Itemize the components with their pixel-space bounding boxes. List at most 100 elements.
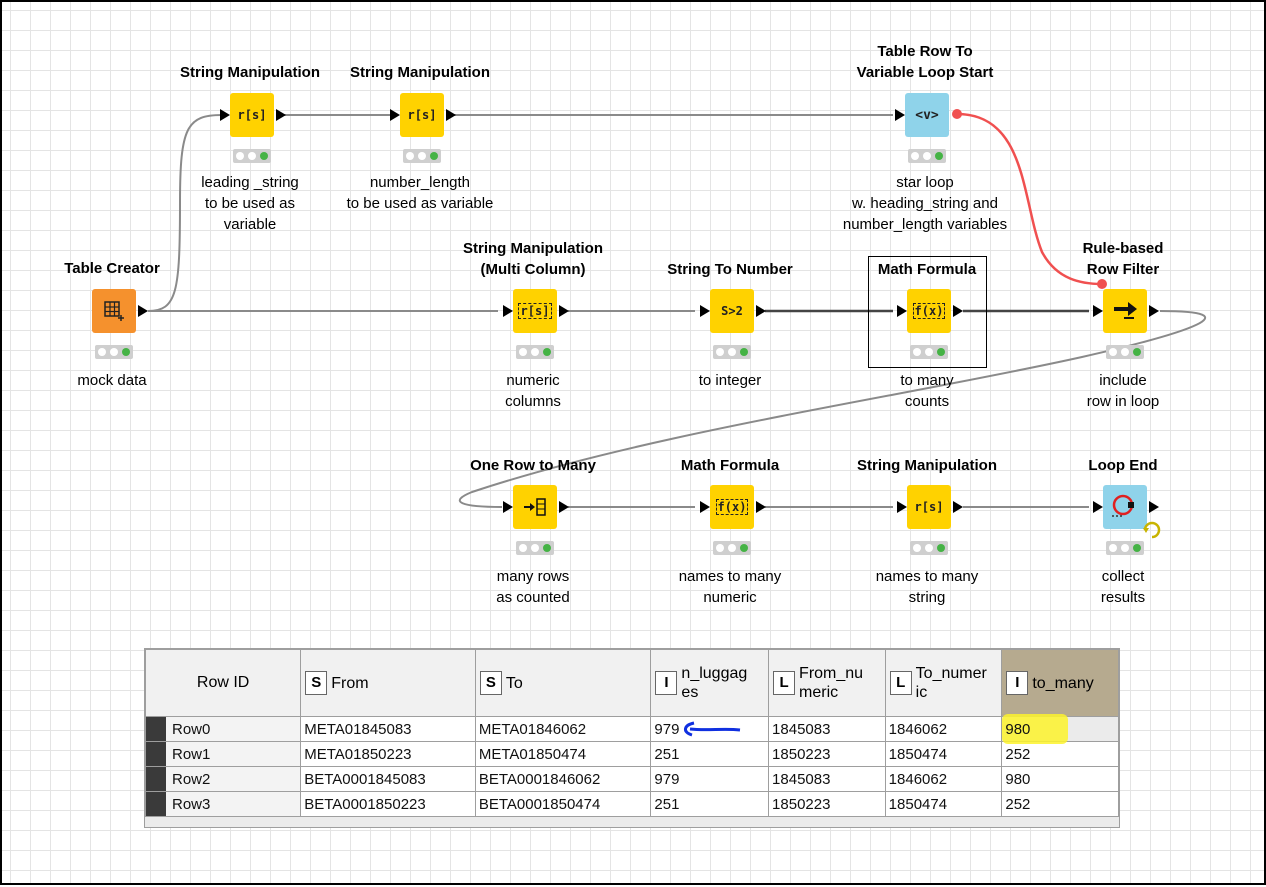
column-header-to-numeric[interactable]: LTo_numer ic	[884, 649, 1003, 717]
node-icon-box[interactable]	[513, 485, 557, 529]
node-icon-box[interactable]: r[s]	[907, 485, 951, 529]
table-row[interactable]: Row2 BETA0001845083 BETA0001846062 979 1…	[144, 766, 1119, 792]
loop-arrow-icon	[1143, 521, 1161, 539]
input-port[interactable]	[897, 501, 907, 513]
node-icon-box[interactable]: r[s]	[400, 93, 444, 137]
column-name: Row ID	[196, 674, 250, 691]
math-formula-icon: f(x)	[715, 499, 749, 515]
node-icon-box[interactable]: r[s]	[513, 289, 557, 333]
row-id-cell[interactable]: Row1	[144, 741, 302, 767]
node-status-lights	[910, 541, 948, 555]
table-cell[interactable]: META01850474	[474, 741, 652, 767]
table-cell[interactable]: 979	[650, 716, 770, 742]
node-icon-box[interactable]	[1103, 289, 1147, 333]
table-row[interactable]: Row1 META01850223 META01850474 251 18502…	[144, 741, 1119, 767]
node-icon-box[interactable]: f(x)	[907, 289, 951, 333]
column-header-from-numeric[interactable]: LFrom_nu meric	[768, 649, 886, 717]
node-status-lights	[516, 345, 554, 359]
output-port[interactable]	[446, 109, 456, 121]
input-port[interactable]	[700, 305, 710, 317]
node-status-lights	[908, 149, 946, 163]
table-cell[interactable]: 1845083	[768, 766, 886, 792]
input-port[interactable]	[390, 109, 400, 121]
table-cell[interactable]: 980	[1001, 716, 1119, 742]
table-row[interactable]: Row3 BETA0001850223 BETA0001850474 251 1…	[144, 791, 1119, 817]
row-id-cell[interactable]: Row3	[144, 791, 302, 817]
table-cell[interactable]: 980	[1001, 766, 1119, 792]
column-header-n-luggages[interactable]: In_luggag es	[650, 649, 770, 717]
connection-wire	[458, 310, 1207, 508]
row-id-cell[interactable]: Row2	[144, 766, 302, 792]
table-cell[interactable]: 1850223	[768, 741, 886, 767]
string-manipulation-icon: r[s]	[407, 108, 437, 122]
input-port[interactable]	[1093, 501, 1103, 513]
table-cell[interactable]: BETA0001846062	[474, 766, 652, 792]
table-cell[interactable]: 1850223	[768, 791, 886, 817]
node-status-lights	[403, 149, 441, 163]
table-cell[interactable]: META01850223	[300, 741, 476, 767]
node-title: String To Number	[667, 261, 793, 278]
table-cell[interactable]: 979	[650, 766, 770, 792]
input-port[interactable]	[503, 305, 513, 317]
node-status-lights	[516, 541, 554, 555]
table-cell[interactable]: 1846062	[884, 716, 1003, 742]
table-row[interactable]: Row0 META01845083 META01846062 979 18450…	[144, 716, 1119, 742]
output-port[interactable]	[559, 305, 569, 317]
input-port[interactable]	[503, 501, 513, 513]
node-title: Table Row To Variable Loop Start	[856, 43, 994, 81]
node-status-lights	[233, 149, 271, 163]
table-cell[interactable]: 251	[650, 741, 770, 767]
node-icon-box[interactable]: S>2	[710, 289, 754, 333]
node-status-lights	[713, 541, 751, 555]
table-cell[interactable]: 251	[650, 791, 770, 817]
input-port[interactable]	[1093, 305, 1103, 317]
node-title: Rule-based Row Filter	[1082, 240, 1164, 278]
output-port[interactable]	[756, 305, 766, 317]
table-cell[interactable]: 1850474	[884, 741, 1003, 767]
column-header-row-id[interactable]: Row ID	[144, 649, 302, 717]
output-port[interactable]	[559, 501, 569, 513]
column-name: From	[331, 674, 369, 692]
output-port[interactable]	[756, 501, 766, 513]
table-cell[interactable]: BETA0001845083	[300, 766, 476, 792]
node-label: leading _string to be used as variable	[201, 174, 299, 233]
table-cell[interactable]: BETA0001850223	[300, 791, 476, 817]
input-port[interactable]	[897, 305, 907, 317]
node-icon-box[interactable]: f(x)	[710, 485, 754, 529]
node-icon-box[interactable]	[92, 289, 136, 333]
output-port[interactable]	[953, 501, 963, 513]
row-id-cell[interactable]: Row0	[144, 716, 302, 742]
output-port[interactable]	[1149, 305, 1159, 317]
table-cell[interactable]: 1846062	[884, 766, 1003, 792]
variable-port-in	[1097, 279, 1107, 289]
string-manipulation-icon: r[s]	[237, 108, 267, 122]
node-label: number_length to be used as variable	[346, 174, 494, 212]
output-port[interactable]	[1149, 501, 1159, 513]
table-cell[interactable]: META01845083	[300, 716, 476, 742]
table-cell[interactable]: 1850474	[884, 791, 1003, 817]
output-port[interactable]	[953, 305, 963, 317]
variable-port-out	[952, 109, 962, 119]
input-port[interactable]	[700, 501, 710, 513]
node-status-lights	[1106, 345, 1144, 359]
output-port[interactable]	[138, 305, 148, 317]
input-port[interactable]	[220, 109, 230, 121]
table-cell[interactable]: 1845083	[768, 716, 886, 742]
node-icon-box[interactable]: <v>	[905, 93, 949, 137]
node-icon-box[interactable]: r[s]	[230, 93, 274, 137]
input-port[interactable]	[895, 109, 905, 121]
table-cell[interactable]: META01846062	[474, 716, 652, 742]
table-cell[interactable]: 252	[1001, 741, 1119, 767]
math-formula-icon: f(x)	[912, 303, 946, 319]
table-cell[interactable]: BETA0001850474	[474, 791, 652, 817]
node-status-lights	[1106, 541, 1144, 555]
output-port[interactable]	[276, 109, 286, 121]
node-icon-box[interactable]	[1103, 485, 1147, 529]
table-cell[interactable]: 252	[1001, 791, 1119, 817]
